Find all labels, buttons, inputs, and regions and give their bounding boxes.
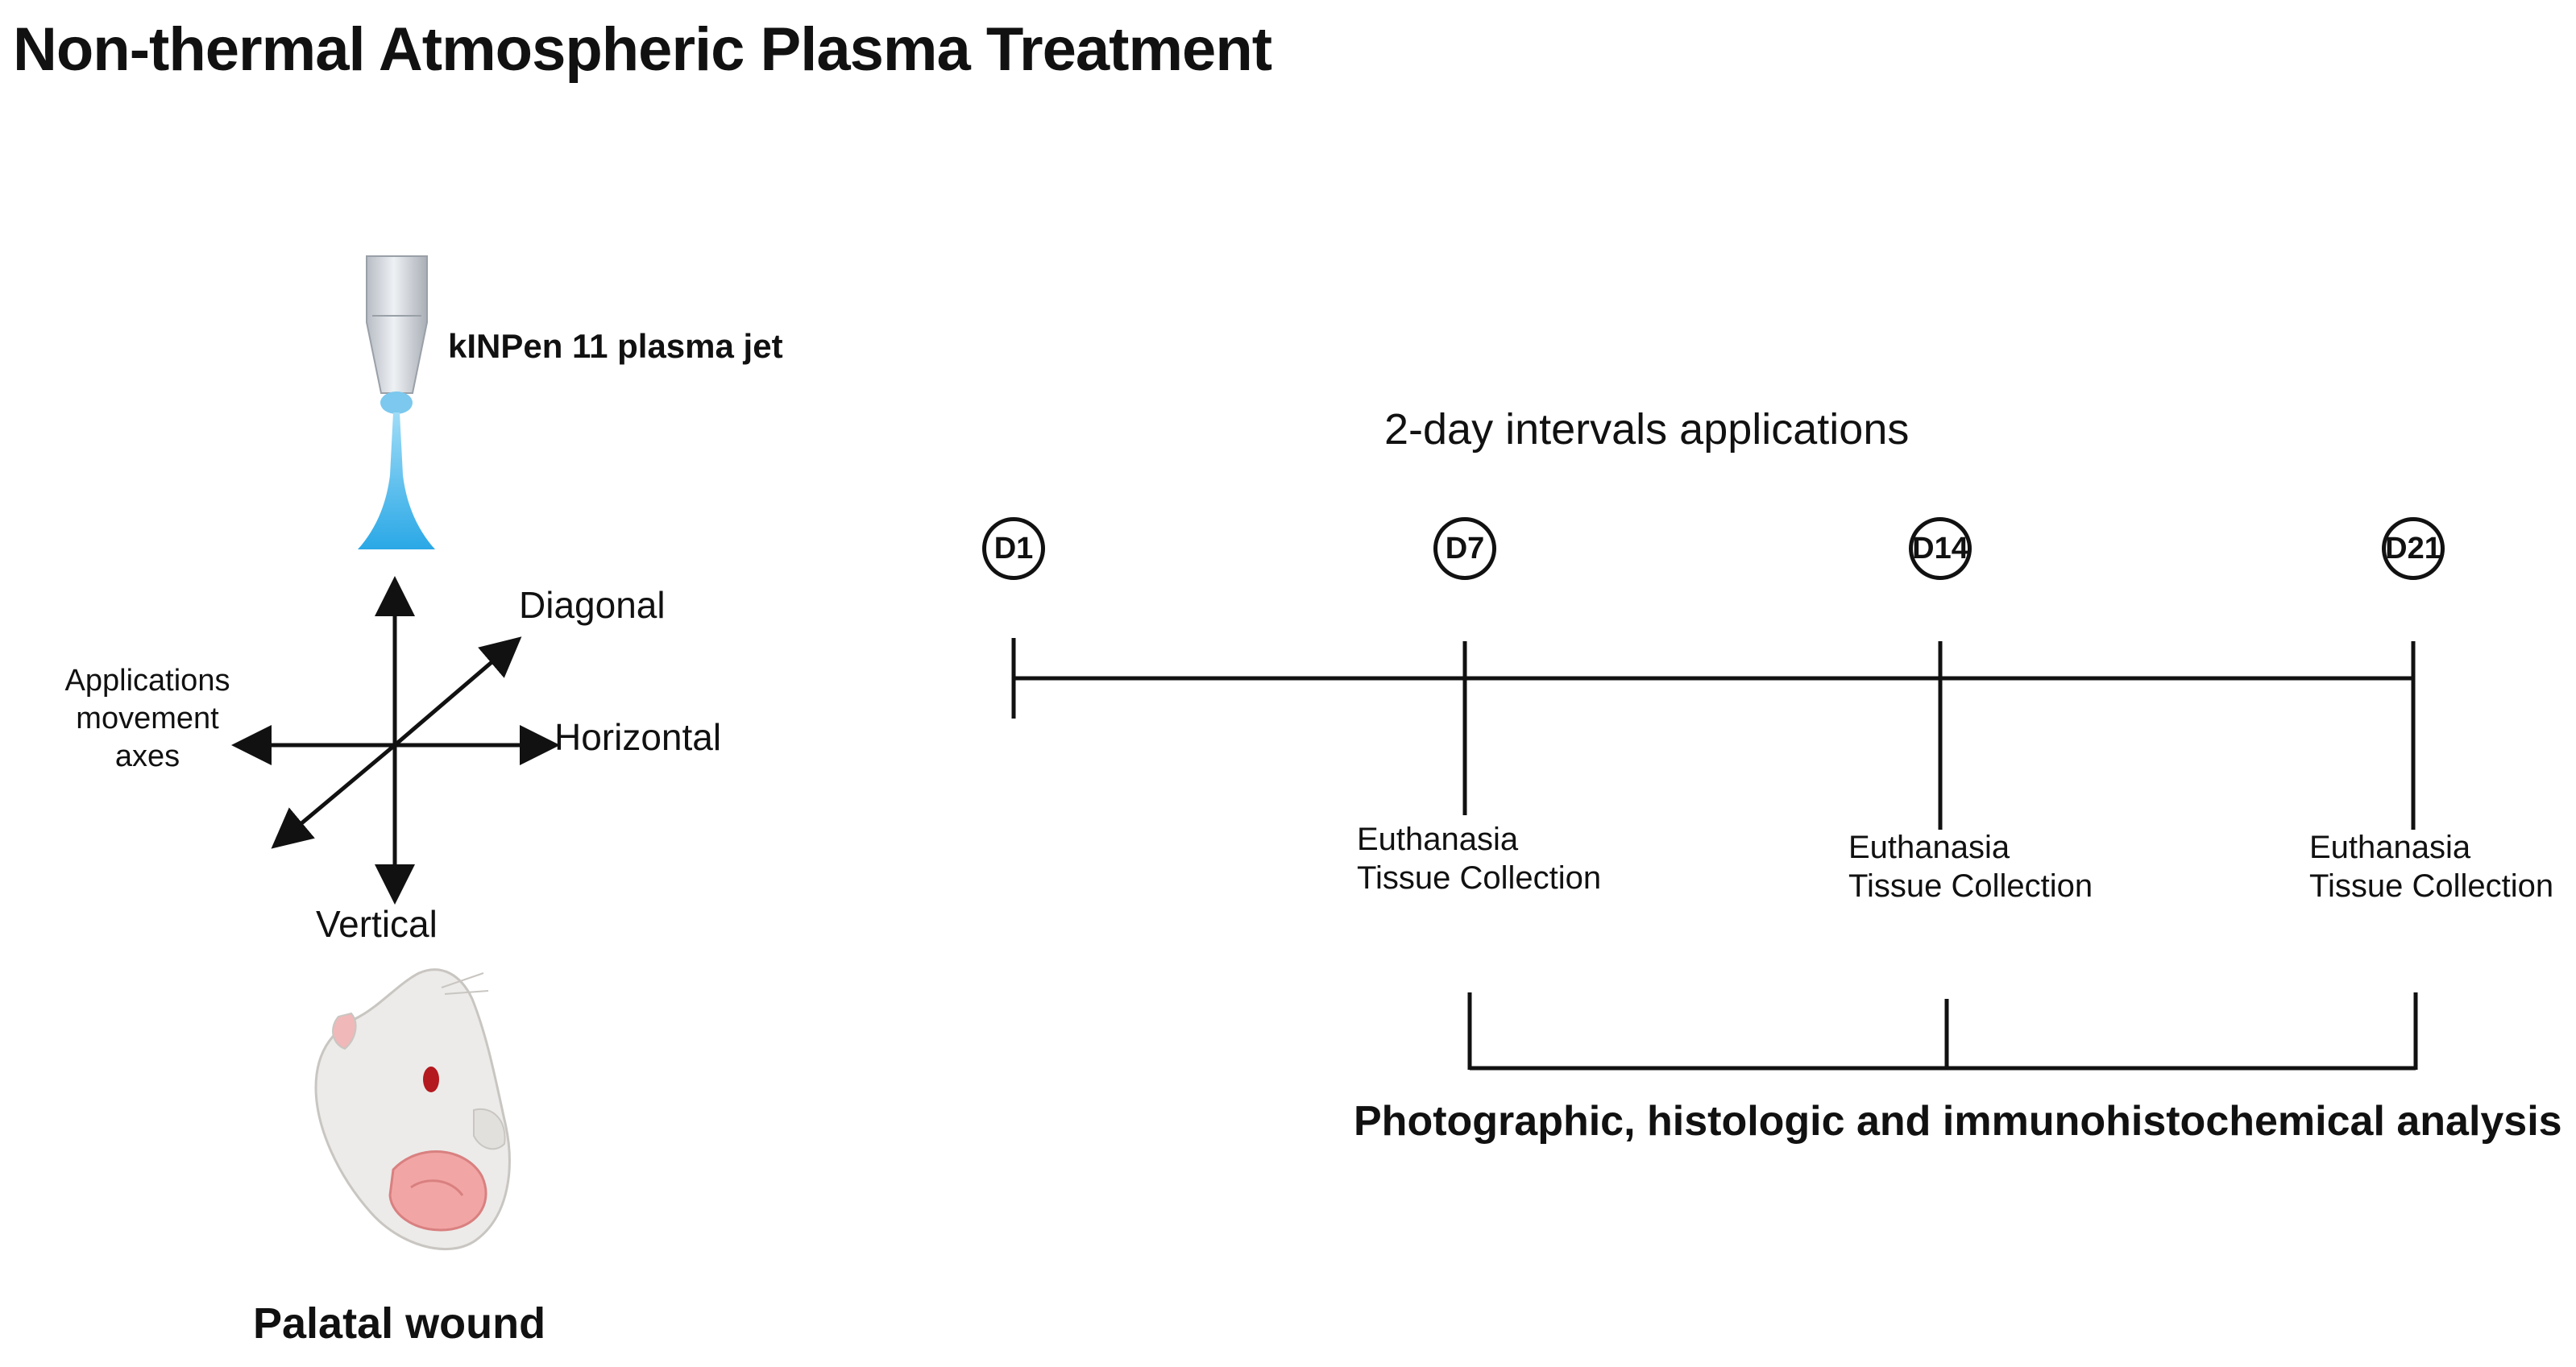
day-marker-d14: D14 bbox=[1909, 517, 1972, 580]
diagonal-label: Diagonal bbox=[519, 584, 666, 626]
vertical-label: Vertical bbox=[316, 903, 438, 945]
analysis-label: Photographic, histologic and immunohisto… bbox=[1354, 1098, 2562, 1145]
diagonal-axis-arrow bbox=[393, 636, 522, 747]
event-line: Euthanasia bbox=[1848, 830, 2010, 865]
timeline bbox=[1011, 638, 2416, 830]
movement-axes-label: Applications movement axes bbox=[64, 664, 230, 773]
horizontal-label: Horizontal bbox=[554, 716, 722, 758]
plasma-jet-icon bbox=[358, 255, 435, 549]
event-label-d21: Euthanasia Tissue Collection bbox=[2309, 828, 2553, 905]
event-label-d14: Euthanasia Tissue Collection bbox=[1848, 828, 2093, 905]
event-line: Tissue Collection bbox=[1848, 868, 2093, 904]
diagonal-axis-arrow bbox=[271, 744, 396, 849]
movement-axes bbox=[231, 576, 560, 905]
analysis-bracket bbox=[1467, 992, 2418, 1071]
event-line: Tissue Collection bbox=[2309, 868, 2554, 904]
day-marker-d21: D21 bbox=[2382, 517, 2445, 580]
page-title: Non-thermal Atmospheric Plasma Treatment bbox=[13, 15, 1272, 84]
event-line: Euthanasia bbox=[2309, 830, 2471, 865]
palatal-wound-label: Palatal wound bbox=[253, 1299, 546, 1348]
event-label-d7: Euthanasia Tissue Collection bbox=[1357, 820, 1601, 897]
day-marker-d7: D7 bbox=[1433, 517, 1496, 580]
day-marker-d1: D1 bbox=[982, 517, 1045, 580]
interval-label: 2-day intervals applications bbox=[1384, 405, 1910, 454]
rat-head-icon bbox=[314, 968, 511, 1251]
plasma-jet-label: kINPen 11 plasma jet bbox=[448, 327, 783, 365]
event-line: Tissue Collection bbox=[1357, 860, 1602, 896]
event-line: Euthanasia bbox=[1357, 822, 1519, 857]
